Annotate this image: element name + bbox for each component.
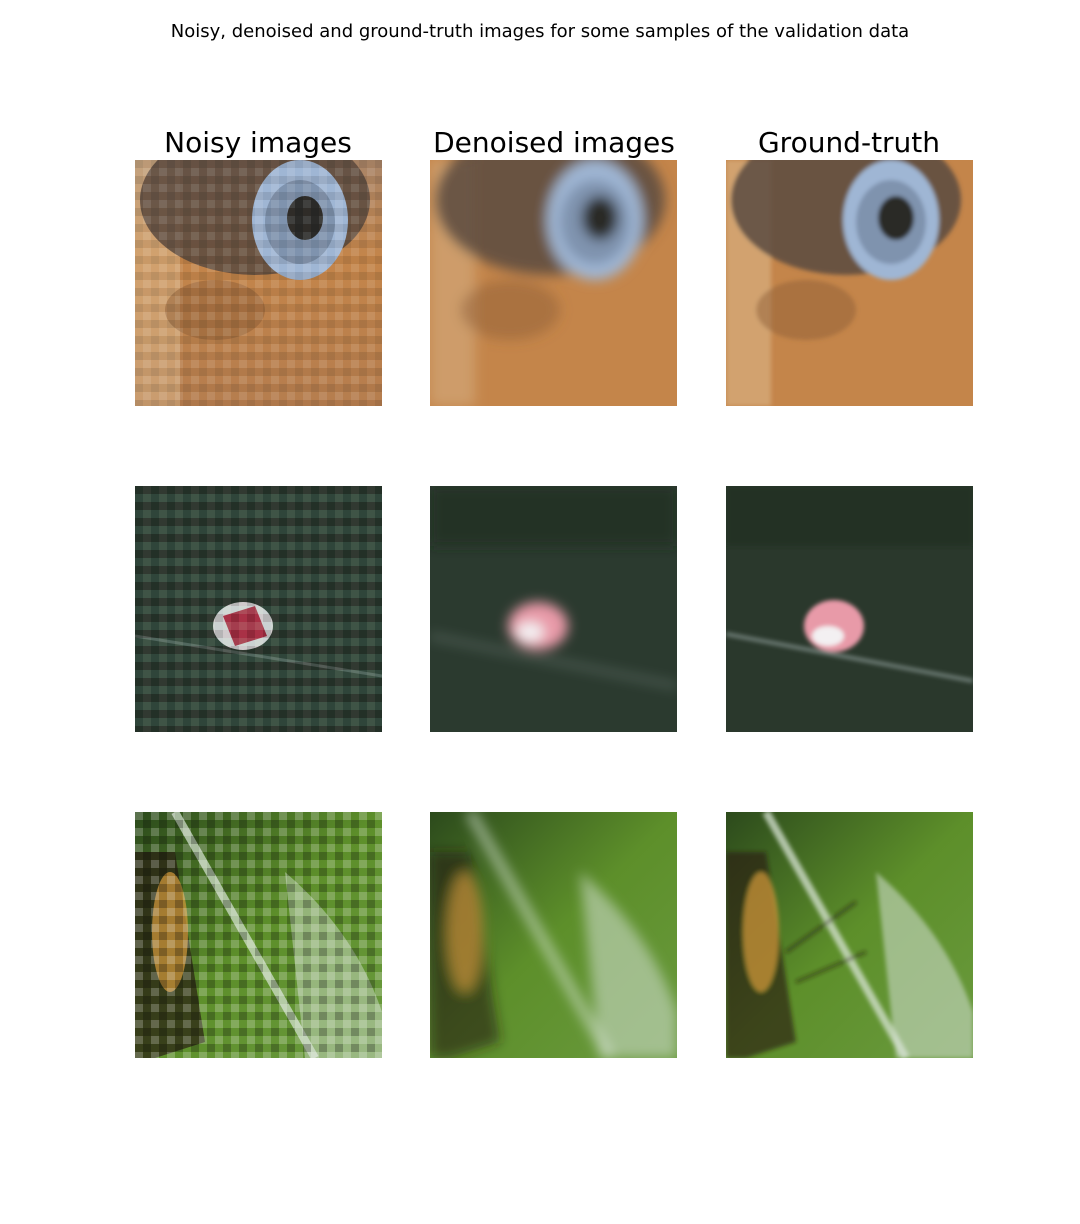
column-title-noisy: Noisy images	[164, 126, 352, 159]
noisy-image-insect	[135, 812, 382, 1058]
ground-truth-image-monkey	[726, 160, 973, 406]
figure-title: Noisy, denoised and ground-truth images …	[170, 21, 910, 42]
ground-truth-image-flower	[726, 486, 973, 732]
column-title-denoised: Denoised images	[433, 126, 675, 159]
denoised-image-flower	[430, 486, 677, 732]
noisy-image-flower	[135, 486, 382, 732]
column-title-ground-truth: Ground-truth	[757, 126, 941, 159]
denoised-image-monkey	[430, 160, 677, 406]
noisy-image-monkey	[135, 160, 382, 406]
denoised-image-insect	[430, 812, 677, 1058]
ground-truth-image-insect	[726, 812, 973, 1058]
